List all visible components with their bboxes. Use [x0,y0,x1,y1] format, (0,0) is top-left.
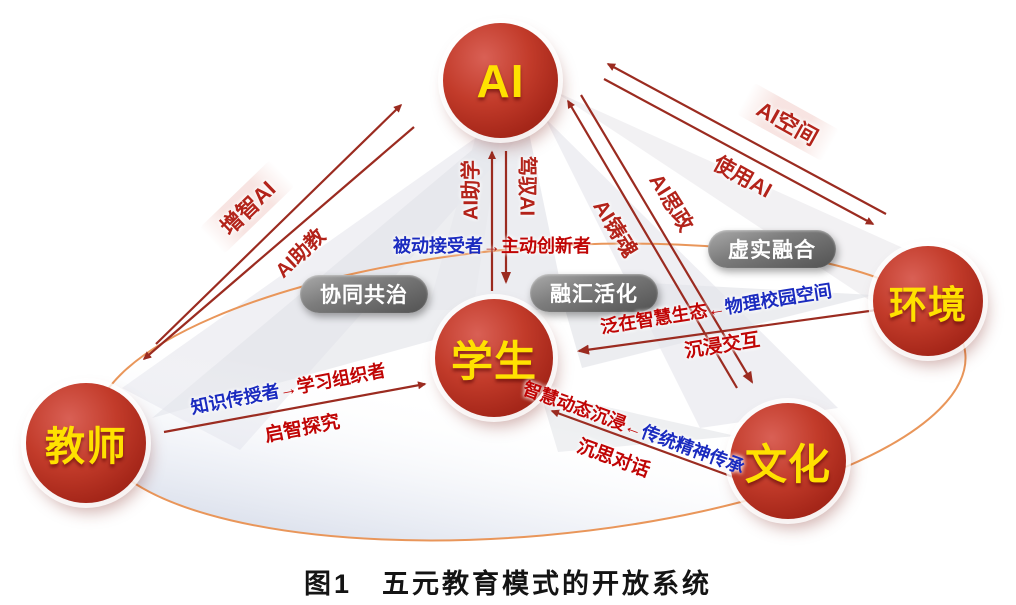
node-environment: 环境 [873,246,983,356]
arrow-culture-to-ai [567,99,738,389]
label-passive-receiver: 被动接受者 [393,236,483,256]
arrow-culture-to-student [550,409,737,480]
arrow-environment-to-student [577,307,885,355]
arrow-environment-to-ai [606,63,887,215]
arrow-ai-to-teacher [142,126,415,360]
label-student-transformation: 被动接受者→主动创新者 [393,232,591,258]
node-ai: AI [443,23,558,138]
label-active-innovator: 主动创新者 [501,236,591,256]
edge-label-ai-zhuxue: AI助学 [460,160,483,220]
edge-label-jiayu-ai: 驾驭AI [515,156,538,216]
right-arrow-glyph: → [483,236,501,256]
arrow-ai-to-culture [580,94,754,384]
node-student: 学生 [435,299,553,417]
pill-virtual-real-fusion: 虚实融合 [708,230,836,268]
arrow-teacher-to-student [163,381,427,434]
node-culture: 文化 [730,403,846,519]
figure-caption: 图1 五元教育模式的开放系统 [303,569,712,599]
arrow-teacher-to-ai [155,103,403,345]
arrow-ai-to-environment [603,78,875,225]
pill-integration-activation: 融汇活化 [530,274,658,312]
pill-collaborative-governance: 协同共治 [300,275,428,313]
node-teacher: 教师 [26,383,146,503]
